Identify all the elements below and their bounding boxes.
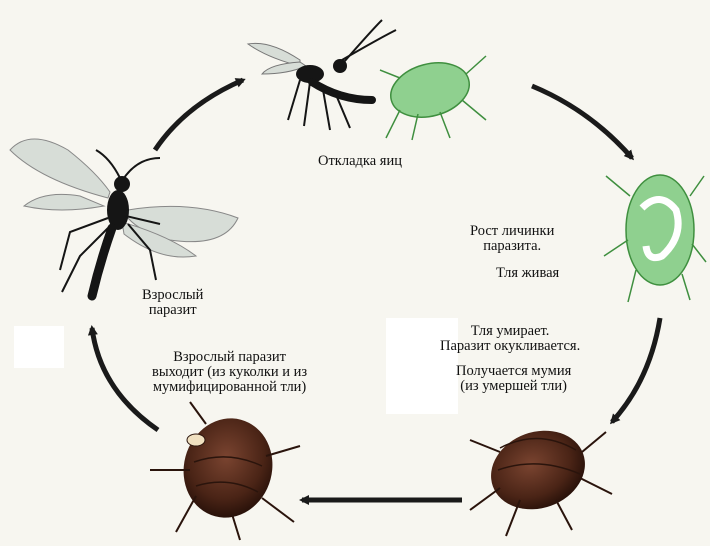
arrow-left <box>92 328 158 430</box>
arrow-top-right <box>532 86 632 158</box>
mummy-aphid-right-illustration <box>470 418 612 536</box>
label-aphid-alive: Тля живая <box>496 266 559 281</box>
label-adult-parasite: Взрослый паразит <box>142 288 203 318</box>
egg-laying-wasp-illustration <box>248 20 486 140</box>
label-mummy: Получается мумия (из умершей тли) <box>456 364 571 394</box>
arrow-top-left <box>155 80 243 150</box>
adult-parasite-illustration <box>10 139 238 296</box>
label-adult-emerges: Взрослый паразит выходит (из куколки и и… <box>152 350 307 395</box>
label-egg-laying: Откладка яиц <box>318 154 402 169</box>
label-larva-growth: Рост личинки паразита. <box>470 224 554 254</box>
arrow-right <box>612 318 660 422</box>
mummy-aphid-left-illustration <box>150 402 300 540</box>
parasitized-aphid-illustration <box>604 175 706 302</box>
label-aphid-dies: Тля умирает. Паразит окукливается. <box>440 324 580 354</box>
